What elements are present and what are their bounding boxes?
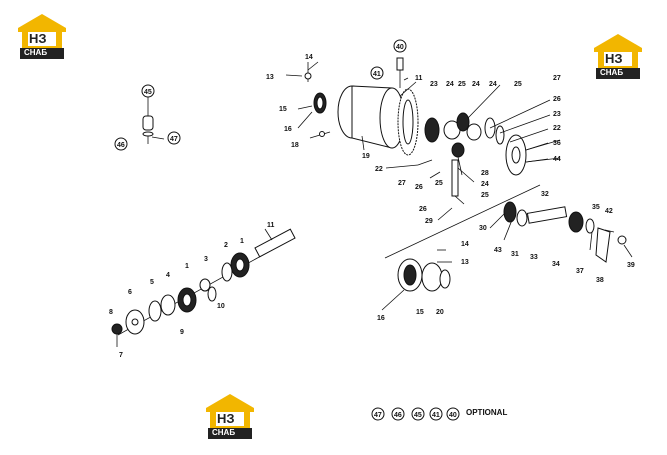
callout-46: 46 [117, 142, 125, 149]
callout-34: 34 [552, 261, 560, 268]
callout-35: 35 [592, 204, 600, 211]
callout-25-d: 25 [481, 192, 489, 199]
leader-lines [116, 61, 633, 347]
optional-breather-assembly [142, 115, 154, 144]
callout-19: 19 [362, 153, 370, 160]
callout-38: 38 [596, 277, 604, 284]
callout-5: 5 [150, 279, 154, 286]
callout-14-upper: 14 [305, 54, 313, 61]
callout-32: 32 [541, 191, 549, 198]
input-shaft-assembly-left [111, 228, 296, 336]
callout-16-lower: 16 [377, 315, 385, 322]
pinion-shaft-assembly-right [384, 184, 627, 292]
callout-43: 43 [494, 247, 502, 254]
callout-11-upper: 11 [415, 75, 423, 82]
callout-2: 2 [224, 242, 228, 249]
callout-29: 29 [425, 218, 433, 225]
callout-25-a: 25 [458, 81, 466, 88]
callout-24-extra: 24 [489, 81, 497, 88]
callout-24-a: 24 [446, 81, 454, 88]
callout-26-c: 26 [419, 206, 427, 213]
callout-24-c: 24 [481, 181, 489, 188]
logo-sub-text: СНАБ [212, 428, 236, 437]
callout-30: 30 [479, 225, 487, 232]
legend-circle-40: 40 [449, 412, 457, 419]
callout-15-lower: 15 [416, 309, 424, 316]
callout-4: 4 [166, 272, 170, 279]
callout-13-lower: 13 [461, 259, 469, 266]
callout-24-b: 24 [472, 81, 480, 88]
callout-3: 3 [204, 256, 208, 263]
callout-11-lower: 11 [267, 222, 275, 229]
callout-16-upper: 16 [284, 126, 292, 133]
callout-8: 8 [109, 309, 113, 316]
callout-20: 20 [436, 309, 444, 316]
callout-27-b: 27 [398, 180, 406, 187]
callout-18: 18 [291, 142, 299, 149]
callout-labels: 14 13 11 15 16 18 19 23 24 25 24 24 25 2… [109, 54, 635, 359]
callout-44: 44 [553, 156, 561, 163]
legend-circle-41: 41 [432, 412, 440, 419]
callout-1-b: 1 [185, 263, 189, 270]
callout-36: 36 [553, 140, 561, 147]
logo-sub-text: СНАБ [600, 68, 624, 77]
callout-45: 45 [144, 89, 152, 96]
legend-circle-47: 47 [374, 412, 382, 419]
callout-13-upper: 13 [266, 74, 274, 81]
callout-9: 9 [180, 329, 184, 336]
brand-logo-bottom: НЗ СНАБ [202, 390, 258, 442]
callout-31: 31 [511, 251, 519, 258]
callout-7: 7 [119, 352, 123, 359]
callout-27-a: 27 [553, 75, 561, 82]
callout-6: 6 [128, 289, 132, 296]
brand-logo-icon [206, 394, 254, 439]
callout-26-b: 26 [415, 184, 423, 191]
logo-mark-text: НЗ [605, 51, 623, 66]
callout-22-a: 22 [553, 125, 561, 132]
legend-optional-label: OPTIONAL [466, 408, 508, 417]
brand-logo-icon [594, 34, 642, 79]
callout-1-a: 1 [240, 238, 244, 245]
callout-10: 10 [217, 303, 225, 310]
callout-40: 40 [396, 44, 404, 51]
callout-25-c: 25 [435, 180, 443, 187]
callout-28: 28 [481, 170, 489, 177]
callout-26-a: 26 [553, 96, 561, 103]
callout-15-upper: 15 [279, 106, 287, 113]
callout-37: 37 [576, 268, 584, 275]
brand-logo-top-left: НЗ СНАБ [14, 10, 70, 62]
callout-22-b: 22 [375, 166, 383, 173]
logo-mark-text: НЗ [29, 31, 47, 46]
callout-41: 41 [373, 71, 381, 78]
callout-42: 42 [605, 208, 613, 215]
callout-14-lower: 14 [461, 241, 469, 248]
callout-47: 47 [170, 136, 178, 143]
callout-23-b: 23 [553, 111, 561, 118]
optional-legend: 47 46 45 41 40 [371, 407, 460, 421]
callout-33: 33 [530, 254, 538, 261]
legend-circle-46: 46 [394, 412, 402, 419]
logo-mark-text: НЗ [217, 411, 235, 426]
differential-housing-assembly [285, 57, 561, 197]
callout-23-a: 23 [430, 81, 438, 88]
brand-logo-icon [18, 14, 66, 59]
circled-callouts: 40 41 45 46 47 [114, 39, 407, 151]
callout-39: 39 [627, 262, 635, 269]
logo-sub-text: СНАБ [24, 48, 48, 57]
callout-25-b: 25 [514, 81, 522, 88]
legend-circle-45: 45 [414, 412, 422, 419]
brand-logo-top-right: НЗ СНАБ [590, 30, 646, 82]
